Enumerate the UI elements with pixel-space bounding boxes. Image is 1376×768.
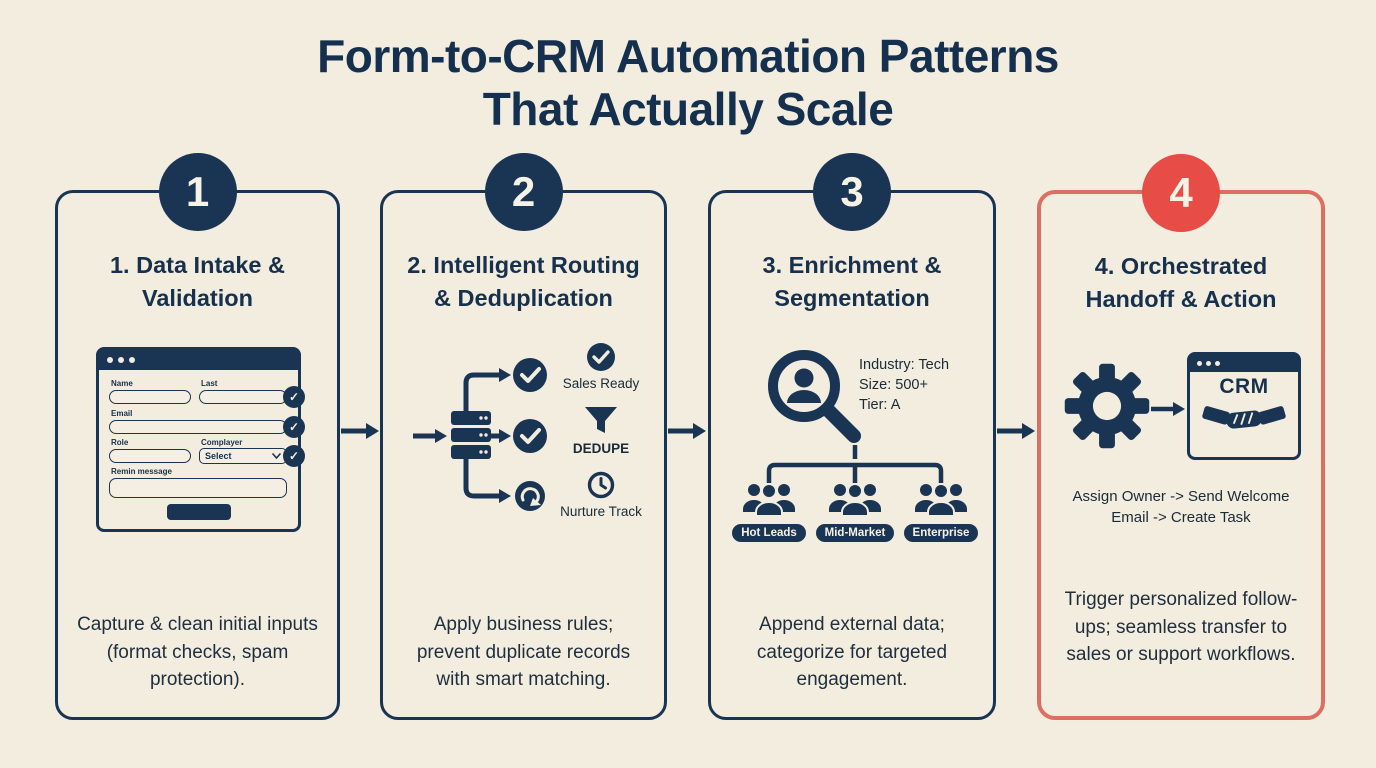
check-icon: ✓ (283, 386, 305, 408)
chevron-down-icon (272, 453, 281, 459)
people-group-icon (829, 483, 881, 517)
enrichment-line: Industry: Tech (859, 357, 950, 373)
gear-icon (1064, 363, 1150, 449)
card2-title: 2. Intelligent Routing & Deduplication (407, 252, 640, 311)
route-dedupe: DEDUPE (545, 406, 657, 457)
arrow-right-icon (1151, 402, 1185, 416)
routing-labels-column: Sales Ready DEDUPE Nurture Track (545, 343, 657, 521)
window-dot-icon (129, 357, 135, 363)
field-label-email: Email (111, 409, 133, 418)
card4-title: 4. Orchestrated Handoff & Action (1085, 253, 1277, 312)
window-titlebar (1190, 355, 1298, 372)
people-group-icon (743, 483, 795, 517)
route-sales-ready: Sales Ready (545, 343, 657, 392)
step-badge-4: 4 (1142, 154, 1220, 232)
route-label: Sales Ready (562, 376, 640, 391)
card3-title: 3. Enrichment & Segmentation (762, 252, 942, 311)
page-title-line2: That Actually Scale (482, 83, 894, 136)
email-field (109, 420, 287, 434)
refresh-icon (515, 481, 545, 511)
check-icon (513, 358, 547, 392)
card3-description: Append external data; categorize for tar… (756, 614, 948, 691)
workflow-sequence: Assign Owner -> Send Welcome Email -> Cr… (1072, 488, 1290, 526)
window-dot-icon (1215, 361, 1220, 366)
enrichment-attributes: Industry: Tech Size: 500+ Tier: A (859, 355, 949, 415)
window-titlebar (99, 350, 298, 370)
check-icon (513, 419, 547, 453)
step-badge-3: 3 (813, 153, 891, 231)
check-icon: ✓ (283, 445, 305, 467)
enrichment-line: Tier: A (859, 397, 901, 413)
window-dot-icon (1197, 361, 1202, 366)
route-label: Nurture Track (560, 504, 642, 520)
segment-mid-market: Mid-Market (809, 481, 901, 542)
step-badge-1: 1 (158, 153, 237, 231)
segment-pill: Enterprise (903, 524, 979, 542)
people-group-icon (915, 483, 967, 517)
message-field (109, 478, 287, 498)
segment-pill: Mid-Market (815, 524, 895, 542)
window-dot-icon (1206, 361, 1211, 366)
segment-enterprise: Enterprise (895, 481, 987, 542)
card-routing-dedup: 2 2. Intelligent Routing & Deduplication (380, 153, 667, 720)
card4-description: Trigger personalized follow-ups; seamles… (1064, 589, 1298, 666)
enrichment-line: Size: 500+ (859, 377, 928, 393)
clock-icon (587, 472, 615, 499)
check-icon (587, 343, 615, 371)
field-label-name: Name (111, 379, 133, 388)
page-title: Form-to-CRM Automation Patterns That Act… (0, 30, 1376, 137)
magnifier-person-icon (768, 350, 861, 443)
check-icon: ✓ (283, 416, 305, 438)
submit-button-mockup (166, 504, 231, 520)
window-dot-icon (118, 357, 124, 363)
field-label-last: Last (201, 379, 218, 388)
field-label-complayer: Complayer (201, 438, 243, 447)
last-field (199, 390, 287, 404)
segment-hot-leads: Hot Leads (723, 481, 815, 542)
page-title-line1: Form-to-CRM Automation Patterns (317, 30, 1059, 82)
crm-window: CRM (1187, 352, 1301, 460)
company-select: Select (199, 448, 287, 464)
card2-description: Apply business rules; prevent duplicate … (416, 614, 631, 691)
form-mockup-window: Name Last ✓ Email ✓ Role Complayer Selec… (96, 347, 305, 532)
select-value: Select (205, 451, 232, 461)
name-field (109, 390, 191, 404)
card1-title: 1. Data Intake & Validation (109, 252, 285, 311)
card-enrichment-segmentation: 3 3. Enrichment & Segmentation Industry:… (708, 153, 996, 720)
role-field (109, 449, 191, 463)
route-label: DEDUPE (572, 441, 630, 457)
arrow-right-icon (668, 423, 706, 439)
card1-description: Capture & clean initial inputs (format c… (77, 614, 318, 691)
route-nurture: Nurture Track (545, 471, 657, 520)
segment-tree-connector (766, 445, 944, 483)
window-dot-icon (107, 357, 113, 363)
field-label-role: Role (111, 438, 129, 447)
server-icon (451, 411, 491, 459)
arrow-right-icon (997, 423, 1035, 439)
card-data-intake: 1 1. Data Intake & Validation Name Last … (55, 153, 340, 720)
funnel-icon (585, 407, 617, 434)
step-badge-2: 2 (484, 153, 563, 231)
arrow-right-icon (341, 423, 379, 439)
segment-pill: Hot Leads (732, 524, 806, 542)
arrow-right-icon (413, 429, 447, 443)
field-label-message: Remin message (111, 467, 172, 476)
crm-label: CRM (1219, 375, 1269, 398)
handshake-icon (1202, 406, 1286, 429)
routing-flow-diagram (413, 358, 547, 511)
card-handoff-action: 4 4. Orchestrated Handoff & Action CRM (1037, 154, 1325, 720)
